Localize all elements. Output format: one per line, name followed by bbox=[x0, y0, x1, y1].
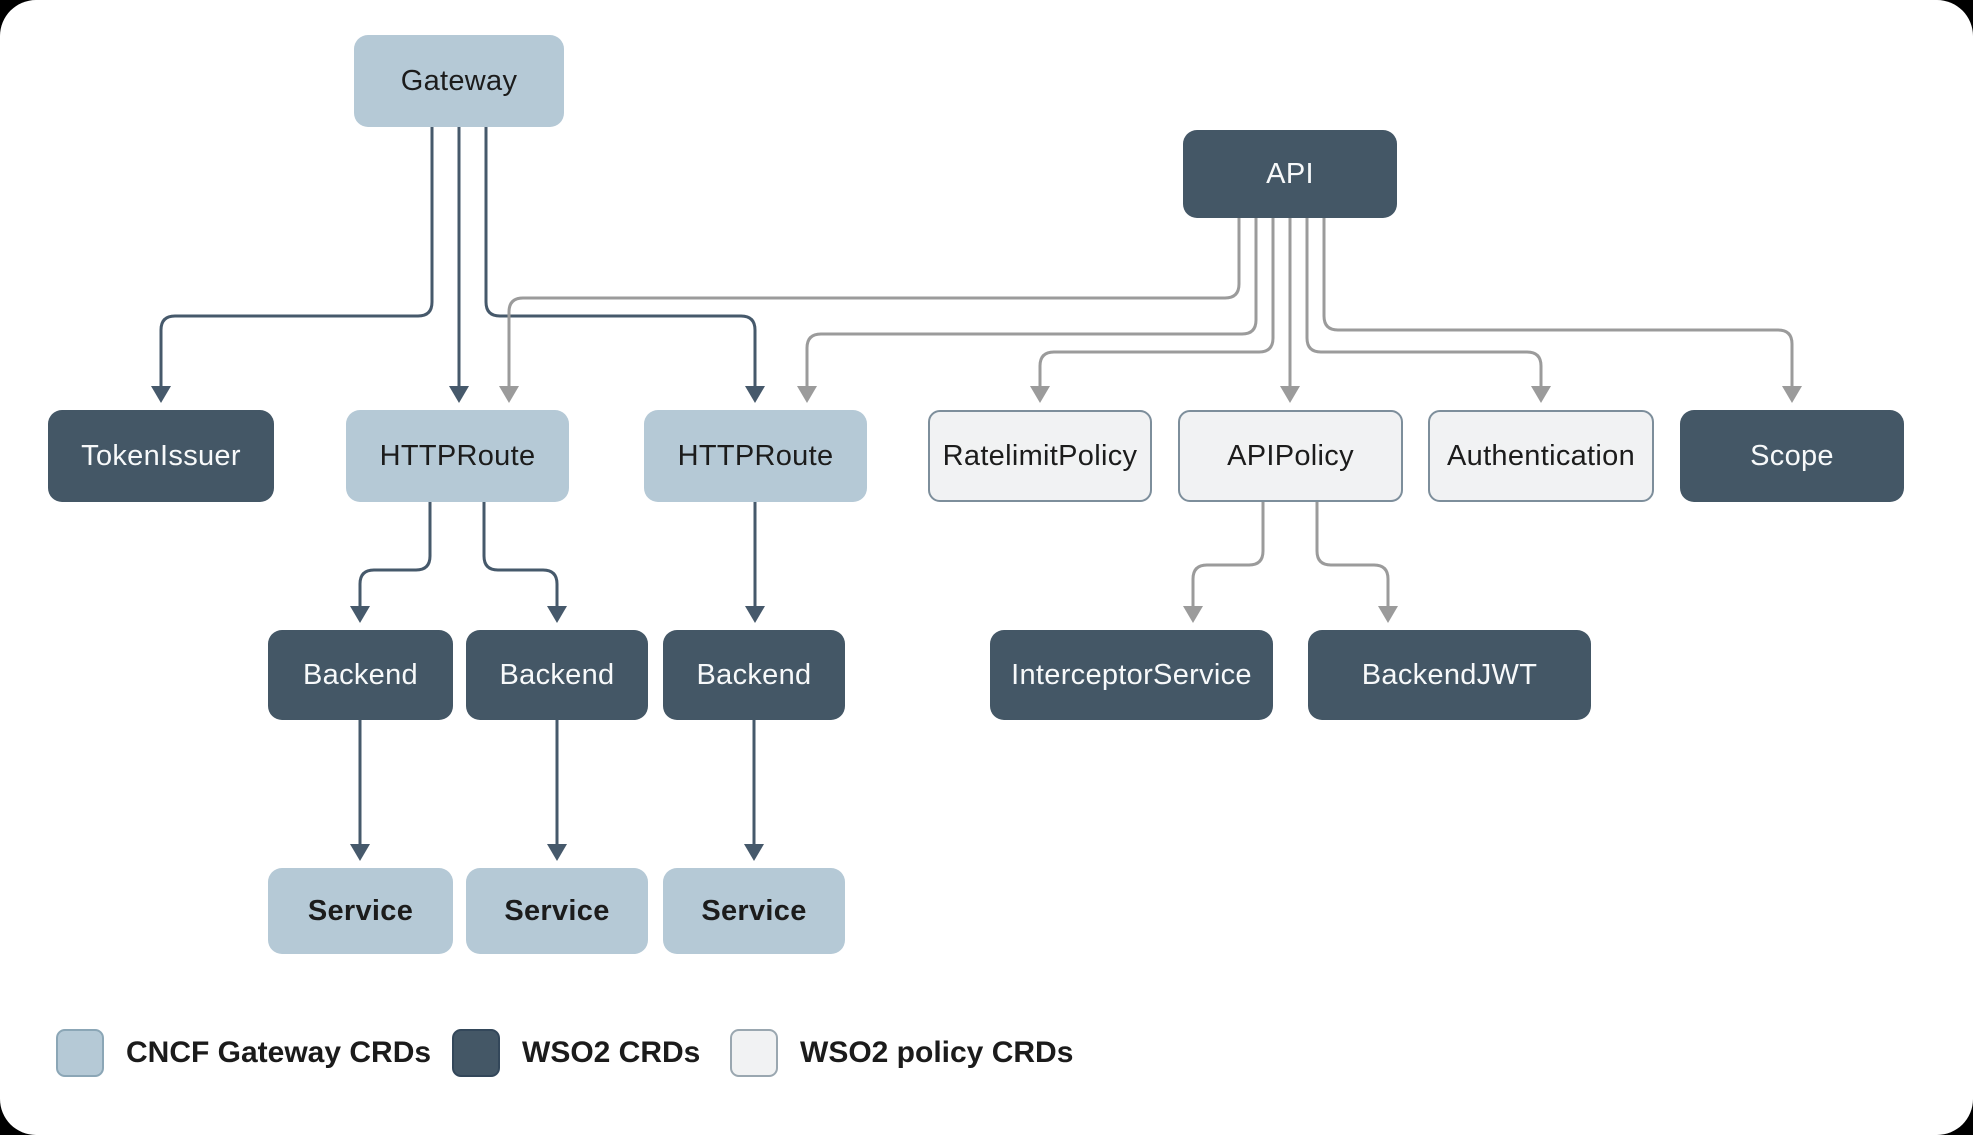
arrowhead-icon bbox=[1280, 386, 1300, 403]
arrowhead-icon bbox=[745, 606, 765, 623]
arrowhead-icon bbox=[449, 386, 469, 403]
arrowhead-icon bbox=[499, 386, 519, 403]
arrowhead-icon bbox=[350, 844, 370, 861]
arrowhead-icon bbox=[547, 606, 567, 623]
edge-api-to-httproute-1 bbox=[507, 218, 1241, 388]
edge-api-to-ratelimitpolicy bbox=[1038, 218, 1275, 388]
arrowhead-icon bbox=[1030, 386, 1050, 403]
edge-httproute-1-to-backend-1 bbox=[358, 502, 432, 608]
arrowhead-icon bbox=[547, 844, 567, 861]
arrowhead-icon bbox=[744, 844, 764, 861]
arrowhead-icon bbox=[1378, 606, 1398, 623]
arrowhead-icon bbox=[350, 606, 370, 623]
edge-gateway-to-httproute-2 bbox=[484, 126, 757, 388]
arrowhead-icon bbox=[745, 386, 765, 403]
edge-api-to-httproute-2 bbox=[805, 218, 1258, 388]
edge-api-to-scope bbox=[1322, 218, 1794, 388]
edge-api-to-authentication bbox=[1305, 218, 1543, 388]
edge-httproute-1-to-backend-2 bbox=[482, 502, 559, 608]
edge-apipolicy-to-interceptorservice bbox=[1191, 502, 1265, 608]
arrowhead-icon bbox=[151, 386, 171, 403]
arrowhead-icon bbox=[1183, 606, 1203, 623]
arrowhead-icon bbox=[797, 386, 817, 403]
edge-gateway-to-tokenissuer bbox=[159, 126, 434, 388]
edge-apipolicy-to-backendjwt bbox=[1315, 502, 1390, 608]
arrowhead-icon bbox=[1782, 386, 1802, 403]
arrowhead-icon bbox=[1531, 386, 1551, 403]
